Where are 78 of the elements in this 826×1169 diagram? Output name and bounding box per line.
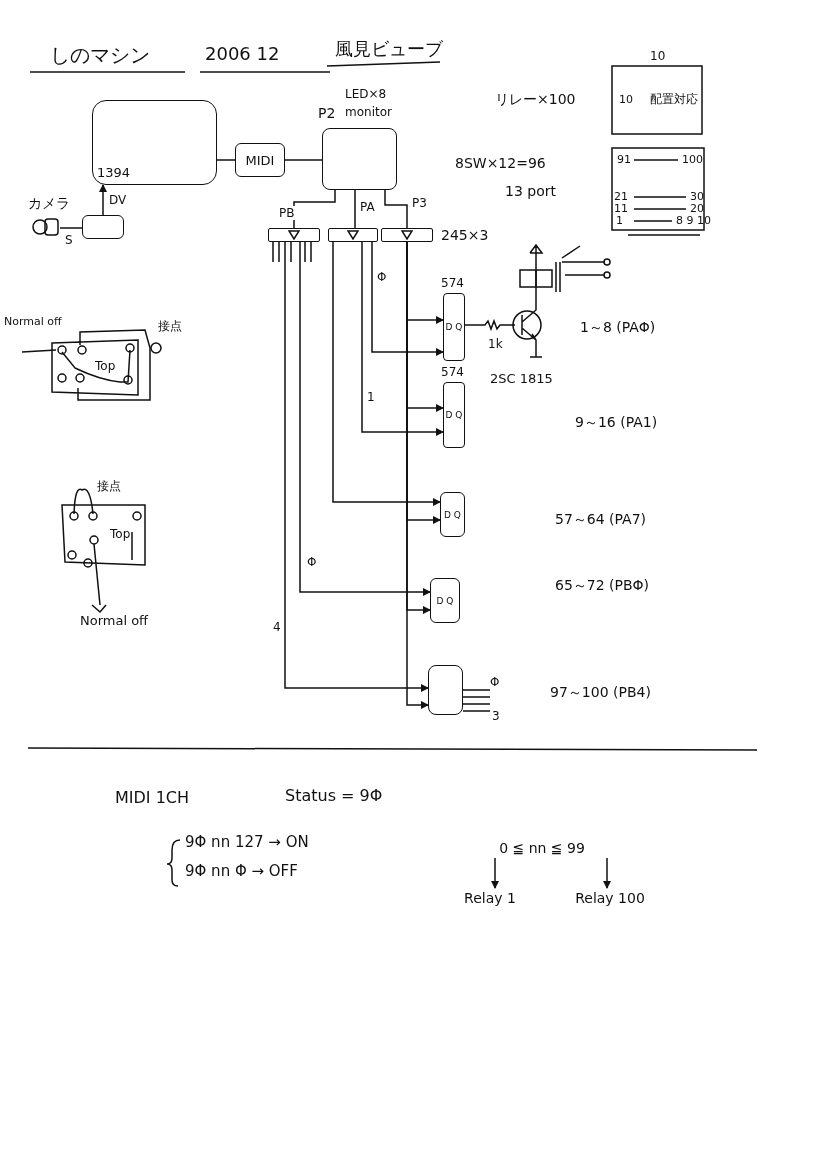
edge-label: DV: [108, 193, 128, 207]
row-number: 10: [619, 94, 633, 105]
note-text: 接点: [158, 320, 182, 332]
note-text: カメラ: [28, 196, 70, 210]
edge-label: 1: [366, 390, 376, 404]
chip-label: 574: [441, 277, 464, 289]
connector: [216, 159, 236, 161]
buffer-chip: [328, 228, 378, 242]
edge-label: P3: [411, 196, 428, 210]
edge-label: Φ: [376, 270, 388, 284]
computer-box: 1394: [92, 100, 217, 185]
port-label: P2: [318, 106, 336, 120]
connector: [293, 189, 336, 229]
converter-box: [82, 215, 124, 239]
connector: [361, 241, 444, 436]
connector: [371, 241, 444, 356]
note-text: 配置対応: [650, 93, 698, 105]
edge-label: PB: [278, 206, 296, 220]
note-text: Top: [95, 360, 116, 372]
part-label: 2SC 1815: [490, 372, 553, 385]
chip-label: 574: [441, 366, 464, 378]
connector: [491, 857, 499, 889]
range-text: 57～64 (PA7): [555, 512, 647, 526]
microcontroller-board: [322, 128, 397, 190]
grid-number: 11: [614, 203, 628, 214]
note-text: LED×8: [345, 88, 387, 100]
pin-label: Φ: [490, 676, 500, 688]
part-label: 1k: [488, 338, 503, 350]
edge-label: 4: [272, 620, 282, 634]
connector: [354, 189, 356, 229]
note-text: 接点: [97, 480, 121, 492]
connector: [384, 189, 408, 229]
relay-text: Relay 1: [455, 888, 525, 908]
condition-text: 0 ≦ nn ≦ 99: [462, 838, 622, 858]
connector: [299, 241, 431, 596]
connector: [59, 227, 83, 229]
edge-label: S: [64, 233, 74, 247]
grid-number: 21: [614, 191, 628, 202]
latch-chip: D Q: [430, 578, 460, 623]
note-text: monitor: [345, 106, 392, 118]
latch-chip: D Q: [443, 382, 465, 448]
connector: [284, 159, 323, 161]
note-text: 9Φ nn 127 → ON: [185, 835, 309, 850]
grid-number: 91: [617, 154, 631, 165]
connector: [332, 241, 441, 506]
range-text: 65～72 (PBΦ): [555, 578, 650, 592]
connector: [284, 241, 429, 692]
buffer-chip: [268, 228, 320, 242]
grid-number: 1: [616, 215, 623, 226]
range-text: 97～100 (PB4): [550, 685, 651, 699]
edge-label: PA: [359, 200, 376, 214]
note-text: リレー×100: [495, 92, 576, 106]
pin-label: 3: [492, 710, 500, 722]
note-text: Top: [110, 528, 131, 540]
note-text: 13 port: [505, 184, 556, 198]
heading-text: 風見ビューブ: [335, 40, 443, 58]
buffer-chip: [381, 228, 433, 242]
grid-number: 100: [682, 154, 703, 165]
note-text: Status = 9Φ: [285, 788, 383, 804]
note-text: 8SW×12=96: [455, 156, 546, 170]
date-text: 2006 12: [205, 45, 280, 63]
range-text: 1～8 (PAΦ): [580, 320, 656, 334]
note-text: MIDI 1CH: [115, 790, 190, 806]
midi-interface-box: MIDI: [235, 143, 285, 177]
latch-chip: D Q: [440, 492, 465, 537]
note-text: 9Φ nn Φ → OFF: [185, 864, 298, 879]
note-text: Normal off: [80, 614, 149, 627]
range-text: 9～16 (PA1): [575, 415, 658, 429]
connector: [99, 184, 107, 216]
chip-label: 245×3: [441, 228, 489, 242]
latch-chip: [428, 665, 463, 715]
relay-text: Relay 100: [570, 888, 650, 908]
connector: [603, 857, 611, 889]
title-text: しのマシン: [50, 45, 150, 65]
dimension-text: 10: [650, 50, 666, 62]
note-text: Normal off: [4, 316, 62, 327]
edge-label: Φ: [306, 555, 318, 569]
latch-chip: D Q: [443, 293, 465, 361]
